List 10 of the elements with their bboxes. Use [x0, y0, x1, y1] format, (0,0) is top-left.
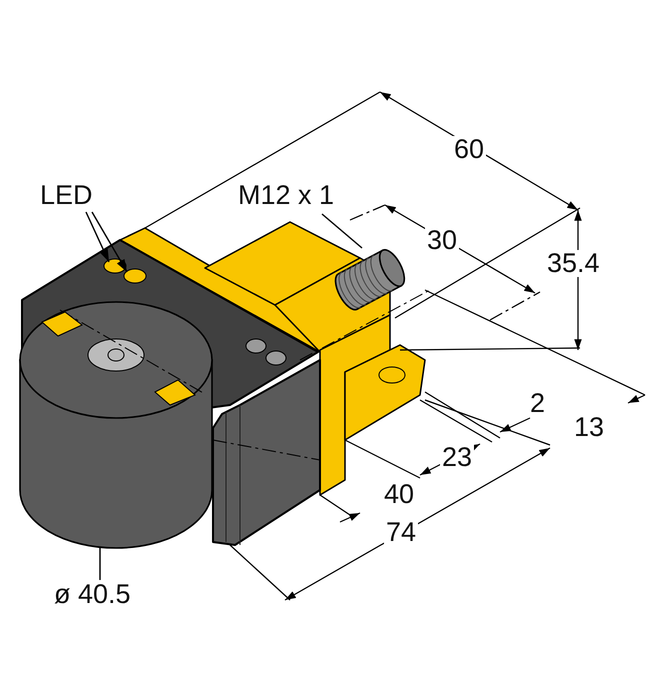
cylindrical-housing	[19, 301, 213, 549]
dimension-value: 74	[384, 519, 418, 546]
m12-connector	[334, 249, 406, 310]
dimension-value: 35.4	[545, 250, 602, 277]
leader-line	[91, 212, 128, 272]
led-indicator	[124, 268, 146, 284]
leader-line	[85, 212, 110, 262]
led-indicator	[104, 258, 126, 274]
leader-line	[99, 548, 101, 580]
leader-line	[322, 213, 362, 249]
